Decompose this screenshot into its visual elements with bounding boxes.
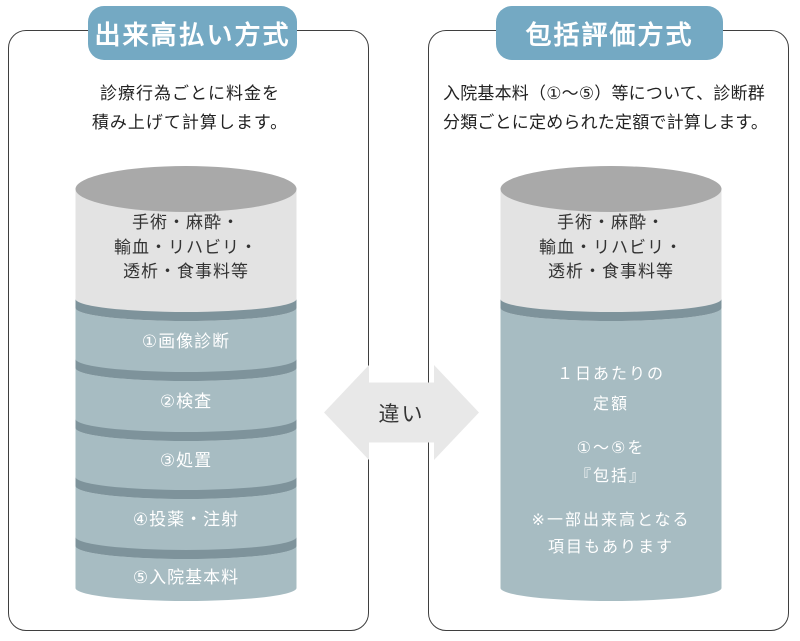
description-line: 積み上げて計算します。: [91, 113, 289, 132]
cylinder-cap-label-line: 手術・麻酔・: [557, 213, 665, 232]
bundle-label-flat-rate: 定額: [593, 395, 629, 413]
cylinder-cap-body: [75, 189, 297, 321]
bundled-payment-cylinder: 手術・麻酔・ 輸血・リハビリ・ 透析・食事料等 １日あたりの 定額 ①～⑤を 『…: [500, 166, 722, 601]
bundled-payment-title: 包括評価方式: [496, 6, 723, 60]
fee-for-service-title: 出来高払い方式: [88, 6, 297, 60]
fee-for-service-description: 診療行為ごとに料金を 積み上げて計算します。: [8, 79, 372, 137]
cylinder-cap-top: [500, 166, 722, 212]
cylinder-band: [75, 419, 297, 442]
fee-for-service-title-label: 出来高払い方式: [94, 19, 291, 50]
cylinder-cap-label-line: 透析・食事料等: [548, 262, 674, 281]
segment-body-2: [75, 368, 297, 442]
segment-label-basic-fee: ⑤入院基本料: [133, 568, 239, 587]
cylinder-band: [75, 477, 297, 500]
cylinder-cap-top: [75, 166, 297, 212]
segment-label-tests: ②検査: [160, 392, 212, 411]
description-line: 診療行為ごとに料金を: [100, 84, 280, 103]
bundle-label-note-line: ※一部出来高となる: [532, 511, 691, 529]
cylinder-cap-body: [500, 189, 722, 321]
segment-body-1: [75, 308, 297, 381]
bundle-label-items: ①～⑤を: [577, 439, 646, 457]
bundle-label-per-day: １日あたりの: [557, 365, 665, 383]
segment-body-4: [75, 486, 297, 559]
segment-label-procedures: ③処置: [160, 451, 212, 470]
fee-for-service-cylinder: 手術・麻酔・ 輸血・リハビリ・ 透析・食事料等 ①画像診断 ②検査 ③処置 ④投…: [75, 166, 297, 601]
bundle-label-inclusive: 『包括』: [575, 467, 647, 485]
difference-arrow-label: 違い: [378, 402, 425, 426]
cylinder-band: [75, 299, 297, 321]
cylinder-band: [75, 359, 297, 381]
bundled-payment-title-label: 包括評価方式: [525, 19, 694, 50]
bundle-label-note-line: 項目もあります: [548, 538, 674, 556]
cylinder-band: [75, 537, 297, 559]
cylinder-cap-label-line: 手術・麻酔・: [132, 213, 240, 232]
cylinder-cap-label-line: 輸血・リハビリ・: [114, 238, 258, 257]
cylinder-cap-label-line: 輸血・リハビリ・: [539, 238, 683, 257]
description-line: 入院基本料（①～⑤）等について、診断群: [443, 84, 765, 103]
bundled-payment-description: 入院基本料（①～⑤）等について、診断群 分類ごとに定められた定額で計算します。: [430, 79, 794, 137]
cylinder-cap-label-line: 透析・食事料等: [123, 262, 249, 281]
segment-label-medication: ④投薬・注射: [133, 510, 239, 529]
bundle-body: [500, 308, 722, 601]
description-line: 分類ごとに定められた定額で計算します。: [443, 113, 769, 132]
segment-body-5: [75, 546, 297, 601]
cylinder-band: [500, 299, 722, 321]
segment-label-imaging: ①画像診断: [142, 332, 230, 351]
segment-body-3: [75, 428, 297, 500]
